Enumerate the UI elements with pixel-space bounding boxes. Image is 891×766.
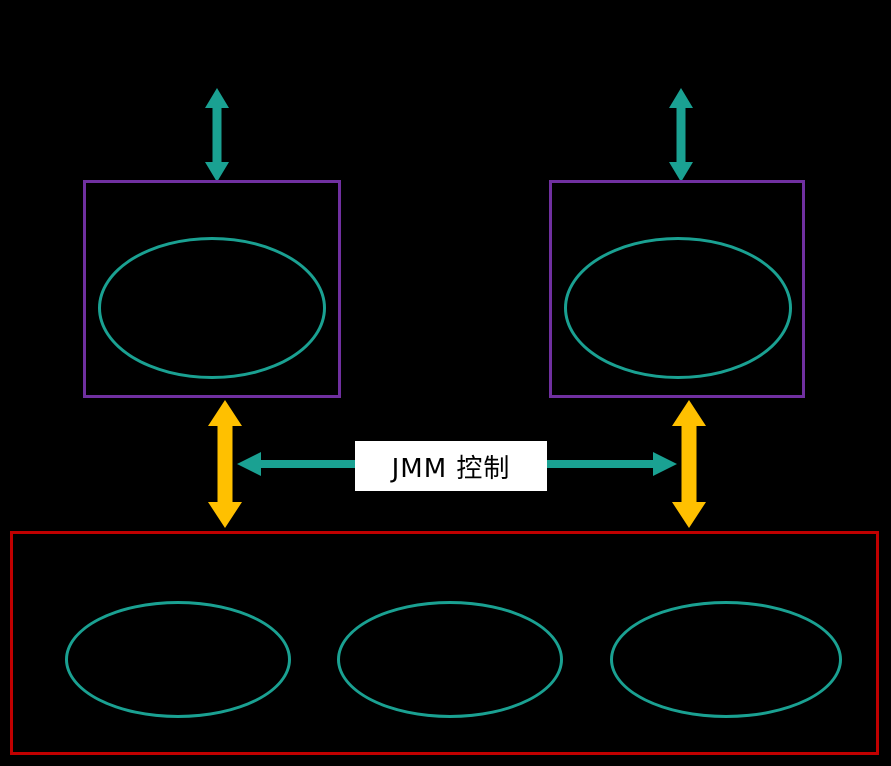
shared-variable-ellipse-1 (65, 601, 291, 718)
up-down-arrow-icon-left (205, 88, 229, 182)
shared-variable-ellipse-3 (610, 601, 842, 718)
thread-box-left (83, 180, 341, 398)
working-memory-ellipse-left (98, 237, 326, 379)
working-memory-ellipse-right (564, 237, 792, 379)
memory-sync-arrow-icon-left (208, 400, 242, 528)
thread-box-right (549, 180, 805, 398)
main-memory-box (10, 531, 879, 755)
shared-variable-ellipse-2 (337, 601, 563, 718)
up-down-arrow-icon-right (669, 88, 693, 182)
memory-sync-arrow-icon-right (672, 400, 706, 528)
jmm-control-text: JMM 控制 (391, 453, 511, 484)
jmm-control-label: JMM 控制 (355, 441, 547, 491)
